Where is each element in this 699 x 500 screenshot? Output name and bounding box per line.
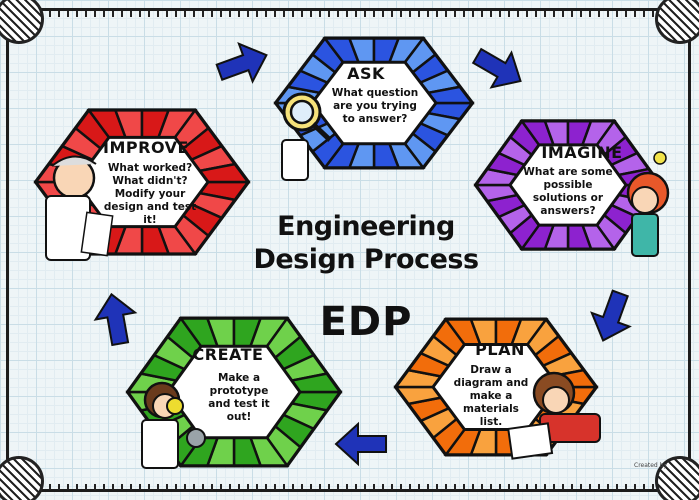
plan-character-icon (507, 371, 601, 460)
corner-top-right (655, 0, 699, 44)
corner-bottom-right (655, 456, 699, 500)
poster-frame (6, 8, 691, 492)
imagine-hexagon (473, 119, 663, 251)
create-text: Make a prototype and test it out! (208, 372, 270, 423)
imagine-to-plan-arrow-icon (590, 289, 632, 342)
imagine-hexagon-center (508, 143, 628, 227)
improve-to-ask-arrow-icon (215, 42, 268, 84)
improve-title: IMPROVE (103, 138, 189, 157)
top-border-pattern (22, 11, 677, 17)
acronym-label: EDP (319, 299, 413, 345)
credit-text: Created by (634, 462, 668, 469)
ask-text: What question are you trying to answer? (331, 87, 419, 125)
create-title: CREATE (192, 345, 264, 364)
page-title: Engineering Design Process (236, 210, 496, 276)
ask-to-imagine-arrow-icon (471, 47, 522, 89)
title-line-1: Engineering (277, 211, 455, 242)
create-to-improve-arrow-icon (93, 292, 138, 347)
title-line-2: Design Process (253, 244, 479, 275)
plan-title: PLAN (475, 340, 525, 359)
imagine-title: IMAGINE (541, 143, 623, 162)
bottom-border-pattern (22, 484, 677, 490)
corner-top-left (0, 0, 44, 44)
plan-text: Draw a diagram and make a materials list… (453, 364, 529, 428)
improve-text: What worked? What didn't? Modify your de… (103, 162, 197, 226)
ask-character-magnifier-icon (281, 92, 332, 181)
plan-to-create-arrow-icon (334, 421, 387, 467)
imagine-character-icon (626, 151, 670, 257)
ask-hexagon (273, 36, 475, 170)
corner-bottom-left (0, 456, 44, 500)
imagine-text: What are some possible solutions or answ… (523, 166, 613, 217)
ask-title: ASK (347, 64, 385, 83)
create-character-icon (141, 381, 206, 469)
improve-character-icon (45, 155, 114, 261)
